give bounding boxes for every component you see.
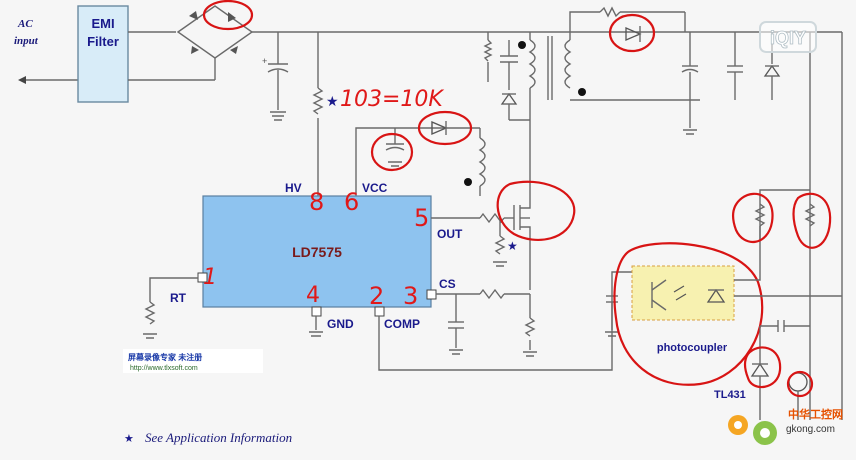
current-sense [436, 288, 537, 357]
comp-feedback-wire [378, 271, 632, 371]
bridge-rectifier [176, 5, 842, 80]
bridge-diode-highlight [202, 0, 254, 31]
svg-text:中华工控网: 中华工控网 [788, 407, 843, 421]
gnd-symbol [309, 316, 323, 337]
pin-cs-label: CS [439, 277, 456, 291]
pin-3-number: 3 [403, 282, 418, 310]
filter-label: Filter [87, 34, 119, 49]
secondary-side [569, 6, 843, 420]
secondary-diode-highlight [608, 13, 656, 53]
star-mark-hv: ★ [326, 93, 339, 109]
ld7575-ic-block [202, 195, 432, 308]
pin-vcc-label: VCC [362, 181, 388, 195]
pin-out-label: OUT [437, 227, 463, 241]
pin-gnd-label: GND [327, 317, 354, 331]
ac-input-label-2: input [14, 35, 39, 47]
mosfet-highlight [496, 180, 576, 241]
emi-filter-block [77, 5, 129, 103]
photocoupler-block [631, 265, 735, 321]
opamp-highlight [786, 370, 814, 398]
handwritten-resistor-note: 103=10K [340, 87, 444, 112]
photocoupler-label: photocoupler [657, 342, 728, 354]
pin-rt-label: RT [170, 291, 187, 305]
pin-hv-label: HV [285, 181, 302, 195]
pin-5-number: 5 [414, 204, 429, 232]
gkong-logo: 中华工控网 gkong.com [728, 407, 843, 445]
aux-winding [464, 128, 486, 196]
vcc-capacitor-highlight [370, 132, 414, 172]
pin-gnd-square [311, 306, 322, 317]
snubber-network [483, 39, 530, 121]
ac-input-label-1: AC [17, 18, 33, 30]
svg-text:gkong.com: gkong.com [786, 424, 835, 435]
vcc-diode [431, 120, 448, 136]
pin-cs-square [426, 289, 437, 300]
transformer [487, 32, 586, 196]
svg-text:iQIY: iQIY [770, 28, 806, 48]
vcc-diode-highlight [417, 110, 473, 146]
vcc-capacitor [385, 128, 405, 167]
tl431-label: TL431 [714, 389, 746, 401]
watermark-cn-text: 屏幕录像专家 未注册 [128, 352, 202, 362]
footnote-text: See Application Information [145, 430, 292, 445]
hv-resistor [312, 87, 324, 115]
comp-capacitor [605, 295, 619, 337]
ic-part-number: LD7575 [292, 244, 342, 260]
gate-drive: ★ [431, 212, 518, 267]
pin-1-number: 1 [203, 265, 217, 290]
pin-4-number: 4 [306, 283, 320, 308]
power-mosfet [513, 196, 531, 290]
resistor-highlight-left [732, 192, 774, 244]
pin-6-number: 6 [344, 188, 359, 216]
resistor-highlight-right [792, 192, 832, 249]
watermark-url: http://www.tlxsoft.com [130, 365, 198, 372]
photocoupler-highlight [613, 242, 764, 386]
pin-8-number: 8 [309, 188, 324, 216]
bulk-capacitor: + [262, 32, 289, 121]
star-mark-gate: ★ [507, 239, 518, 253]
star-mark-footnote: ★ [124, 433, 134, 445]
feedback-resistors [734, 189, 842, 332]
software-watermark-box [123, 349, 263, 373]
svg-text:+: + [262, 56, 267, 66]
video-watermark-logo: iQIY [759, 21, 817, 53]
tl431-highlight [743, 346, 782, 388]
ac-input-arrow [18, 76, 26, 84]
pin-2-number: 2 [369, 282, 384, 310]
emi-label: EMI [91, 16, 114, 31]
pin-comp-label: COMP [384, 317, 420, 331]
rt-resistor [143, 277, 198, 339]
photocoupler-internals [651, 279, 726, 311]
